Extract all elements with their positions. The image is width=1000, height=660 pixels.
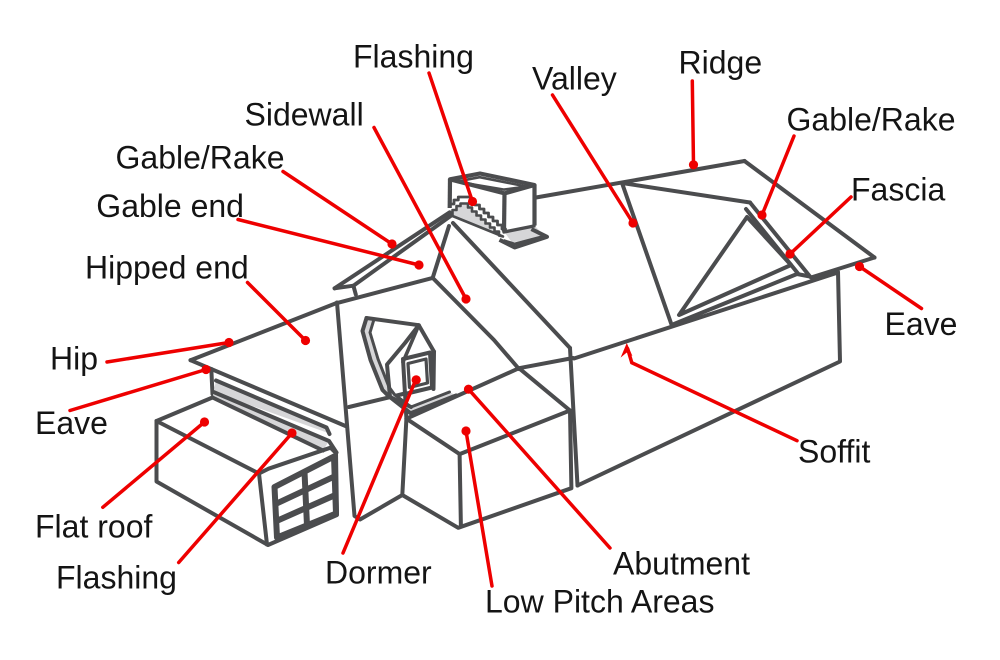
svg-text:Gable end: Gable end	[96, 188, 244, 224]
svg-text:Hipped end: Hipped end	[85, 249, 249, 285]
svg-text:Fascia: Fascia	[851, 171, 945, 207]
svg-text:Sidewall: Sidewall	[245, 96, 364, 132]
svg-text:Flashing: Flashing	[353, 39, 474, 75]
svg-text:Eave: Eave	[885, 306, 958, 342]
svg-text:Eave: Eave	[35, 405, 108, 441]
svg-text:Ridge: Ridge	[679, 44, 763, 80]
svg-text:Valley: Valley	[532, 60, 617, 96]
svg-text:Gable/Rake: Gable/Rake	[787, 101, 956, 137]
svg-text:Dormer: Dormer	[325, 554, 432, 590]
svg-text:Hip: Hip	[50, 341, 98, 377]
svg-text:Flashing: Flashing	[56, 559, 177, 595]
svg-text:Low Pitch Areas: Low Pitch Areas	[485, 583, 714, 619]
svg-text:Soffit: Soffit	[798, 433, 870, 469]
svg-text:Gable/Rake: Gable/Rake	[116, 139, 285, 175]
svg-text:Flat roof: Flat roof	[35, 508, 152, 544]
svg-text:Abutment: Abutment	[613, 545, 750, 581]
